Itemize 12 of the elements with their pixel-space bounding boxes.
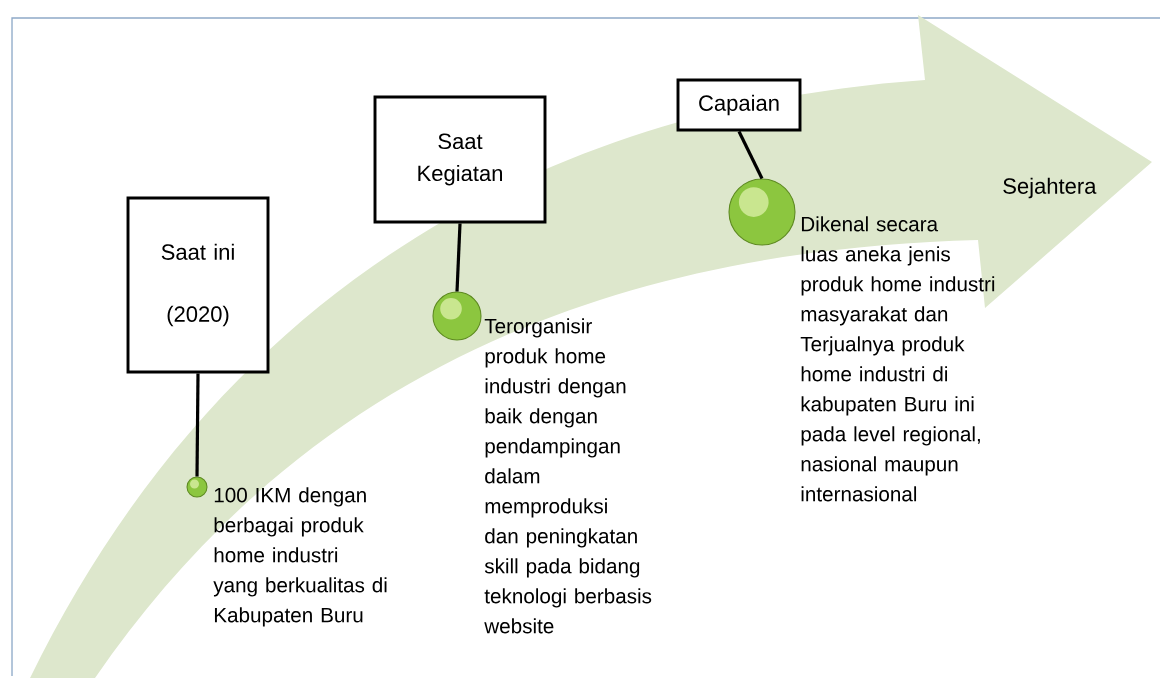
ball-marker [728, 178, 796, 246]
connector-line [737, 130, 764, 180]
description-text: Dikenal secara luas aneka jenis produk home industri masyarakat dan Terjualnya produk home industri di kabupaten Buru ini pada level regional, nasional maupun internasional [800, 216, 995, 502]
label-box: Saat ini (2020) [126, 196, 270, 374]
ball-marker [186, 476, 208, 498]
label-box: Saat Kegiatan [373, 95, 547, 224]
connector-line [455, 223, 462, 292]
connector-line [195, 373, 200, 477]
label-box: Capaian [676, 78, 802, 132]
description-text: Terorganisir produk home industri dengan baik dengan pendampingan dalam memproduksi dan peningkatan skill pada bidang teknologi berbasis website [484, 318, 652, 634]
ball-marker [432, 291, 482, 341]
description-text: 100 IKM dengan berbagai produk home industri yang berkualitas di Kabupaten Buru [213, 487, 387, 627]
